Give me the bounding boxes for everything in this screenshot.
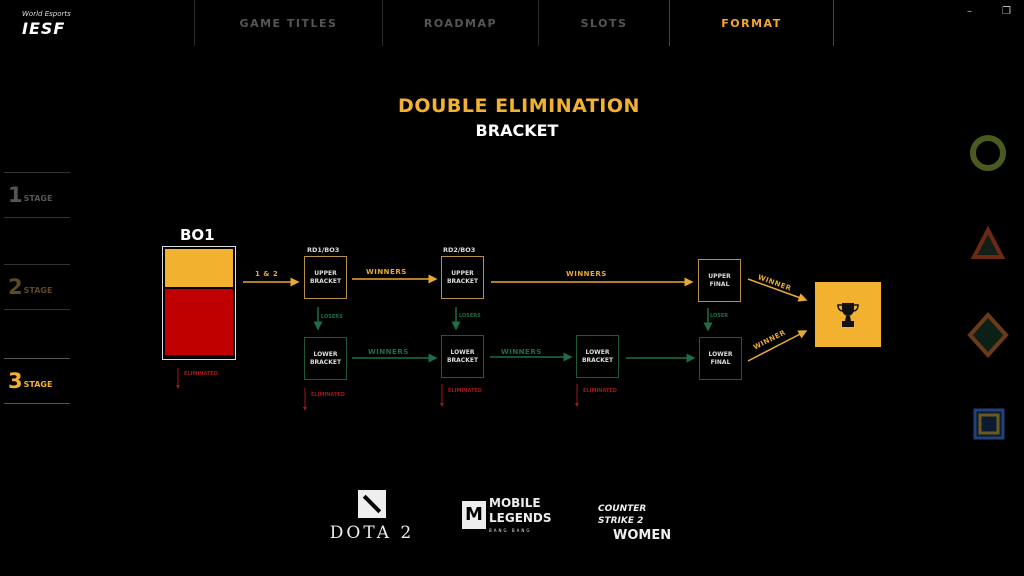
tab-slots[interactable]: SLOTS — [538, 0, 669, 46]
diamond-icon[interactable] — [967, 312, 1009, 358]
trophy-icon — [837, 302, 859, 327]
arrow-lower-final-winner — [747, 330, 808, 362]
qualify-label: 1 & 2 — [255, 270, 279, 278]
tab-format[interactable]: FORMAT — [669, 0, 834, 46]
arrow-upper-final-winner — [747, 278, 808, 302]
tab-roadmap[interactable]: ROADMAP — [382, 0, 538, 46]
rd2-label: RD2/BO3 — [443, 246, 476, 254]
bo1-label: BO1 — [180, 226, 215, 244]
tab-game-titles[interactable]: GAME TITLES — [194, 0, 382, 46]
bo1-group — [162, 246, 236, 360]
upper-bracket-rd2[interactable]: UPPER BRACKET — [441, 256, 484, 299]
rd1-label: RD1/BO3 — [307, 246, 340, 254]
iesf-logo[interactable]: World Esports IESF — [22, 10, 71, 38]
game-dota2[interactable]: DOTA 2 — [322, 490, 422, 543]
winners-label-upper1: WINNERS — [366, 268, 407, 276]
eliminated-label-lower1: ELIMINATED — [311, 392, 345, 398]
upper-bracket-rd1[interactable]: UPPER BRACKET — [304, 256, 347, 299]
winners-label-lower2: WINNERS — [501, 348, 542, 356]
losers-label-2: LOSERS — [459, 313, 481, 319]
minimize-button[interactable]: – — [967, 6, 972, 17]
eliminated-label-bo1: ELIMINATED — [184, 371, 218, 377]
circle-icon[interactable] — [970, 135, 1006, 171]
loser-label-final: LOSER — [710, 313, 729, 319]
qualified-fill — [165, 249, 233, 287]
champion-box — [815, 282, 881, 347]
page-title: DOUBLE ELIMINATION — [398, 95, 640, 117]
lower-final[interactable]: LOWER FINAL — [699, 337, 742, 380]
mlbb-logo-icon: M — [462, 501, 486, 529]
eliminated-label-lower3: ELIMINATED — [583, 388, 617, 394]
triangle-icon[interactable] — [970, 225, 1006, 259]
lower-bracket-2[interactable]: LOWER BRACKET — [441, 335, 484, 378]
lower-bracket-1[interactable]: LOWER BRACKET — [304, 337, 347, 380]
upper-final[interactable]: UPPER FINAL — [698, 259, 741, 302]
winners-label-upper2: WINNERS — [566, 270, 607, 278]
side-icons — [967, 135, 1009, 440]
eliminated-fill — [165, 289, 233, 355]
eliminated-label-lower2: ELIMINATED — [448, 388, 482, 394]
game-mobile-legends[interactable]: M MOBILE LEGENDS BANG BANG — [462, 496, 559, 534]
losers-label-1: LOSERS — [321, 314, 343, 320]
page-subtitle: BRACKET — [475, 121, 559, 140]
winners-label-lower1: WINNERS — [368, 348, 409, 356]
restore-button[interactable]: ❐ — [1002, 6, 1011, 17]
lower-bracket-3[interactable]: LOWER BRACKET — [576, 335, 619, 378]
game-cs2-women[interactable]: COUNTER STRIKE 2 WOMEN — [598, 504, 672, 543]
dota-logo-icon — [358, 490, 386, 518]
